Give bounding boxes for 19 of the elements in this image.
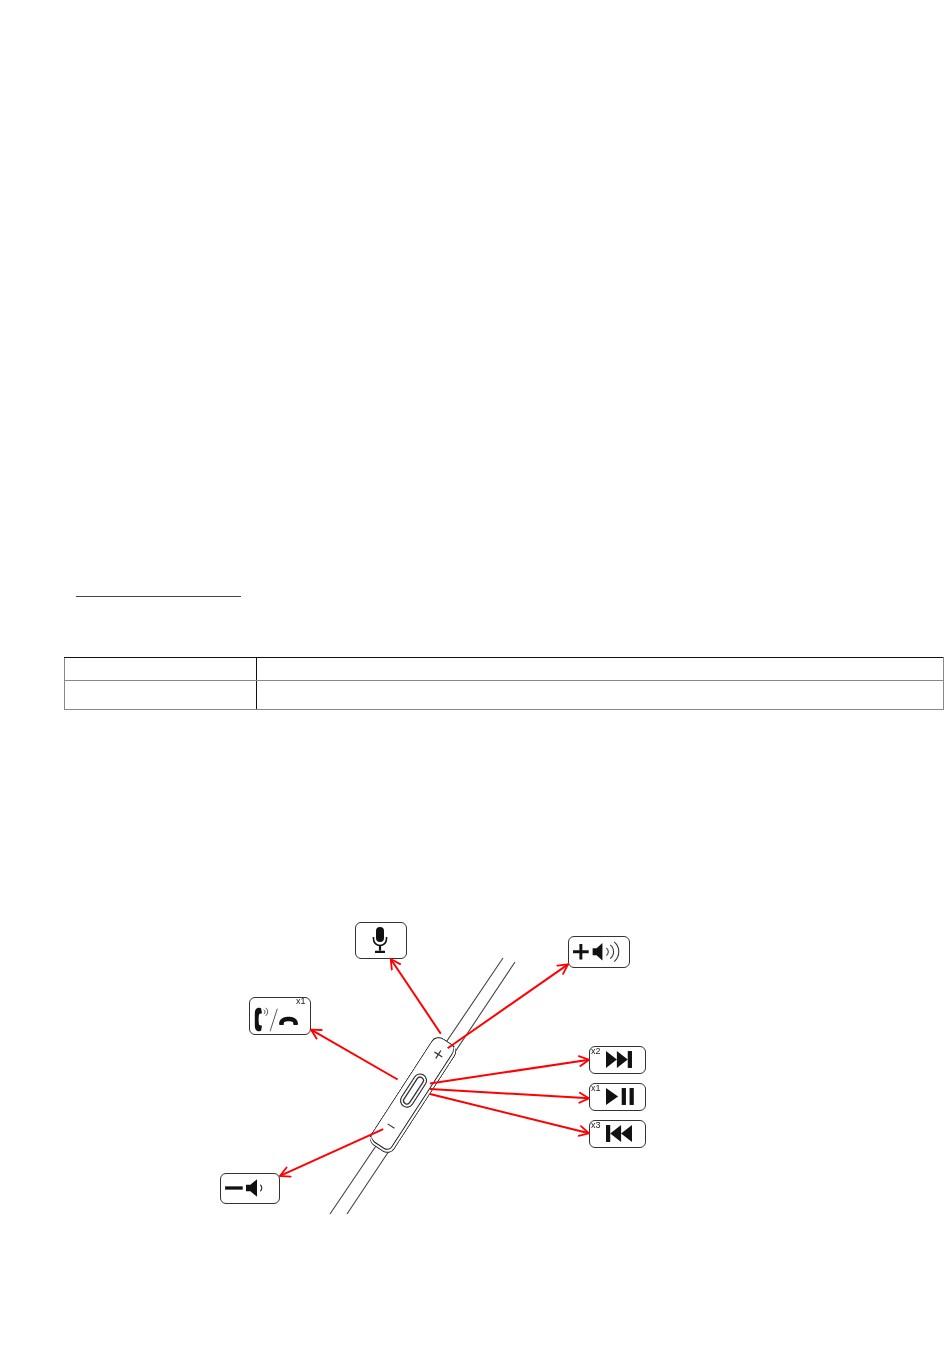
arrow [310, 1028, 399, 1081]
arrow [429, 1055, 590, 1085]
arrow [429, 1093, 590, 1137]
press-count: x1 [296, 997, 306, 1006]
arrow [446, 963, 569, 1050]
arrow [429, 1087, 590, 1104]
arrow [279, 1128, 385, 1178]
control-card [355, 922, 407, 959]
control-card [249, 997, 311, 1035]
press-count: x2 [591, 1046, 601, 1056]
minus-sign: − [383, 1117, 400, 1135]
control-card [589, 1083, 646, 1111]
control-card [589, 1120, 646, 1148]
control-card [589, 1046, 646, 1074]
press-count: x1 [591, 1083, 601, 1093]
arrow [389, 958, 442, 1035]
control-card [220, 1173, 280, 1204]
press-count: x3 [591, 1120, 601, 1130]
plus-sign: + [428, 1045, 448, 1065]
